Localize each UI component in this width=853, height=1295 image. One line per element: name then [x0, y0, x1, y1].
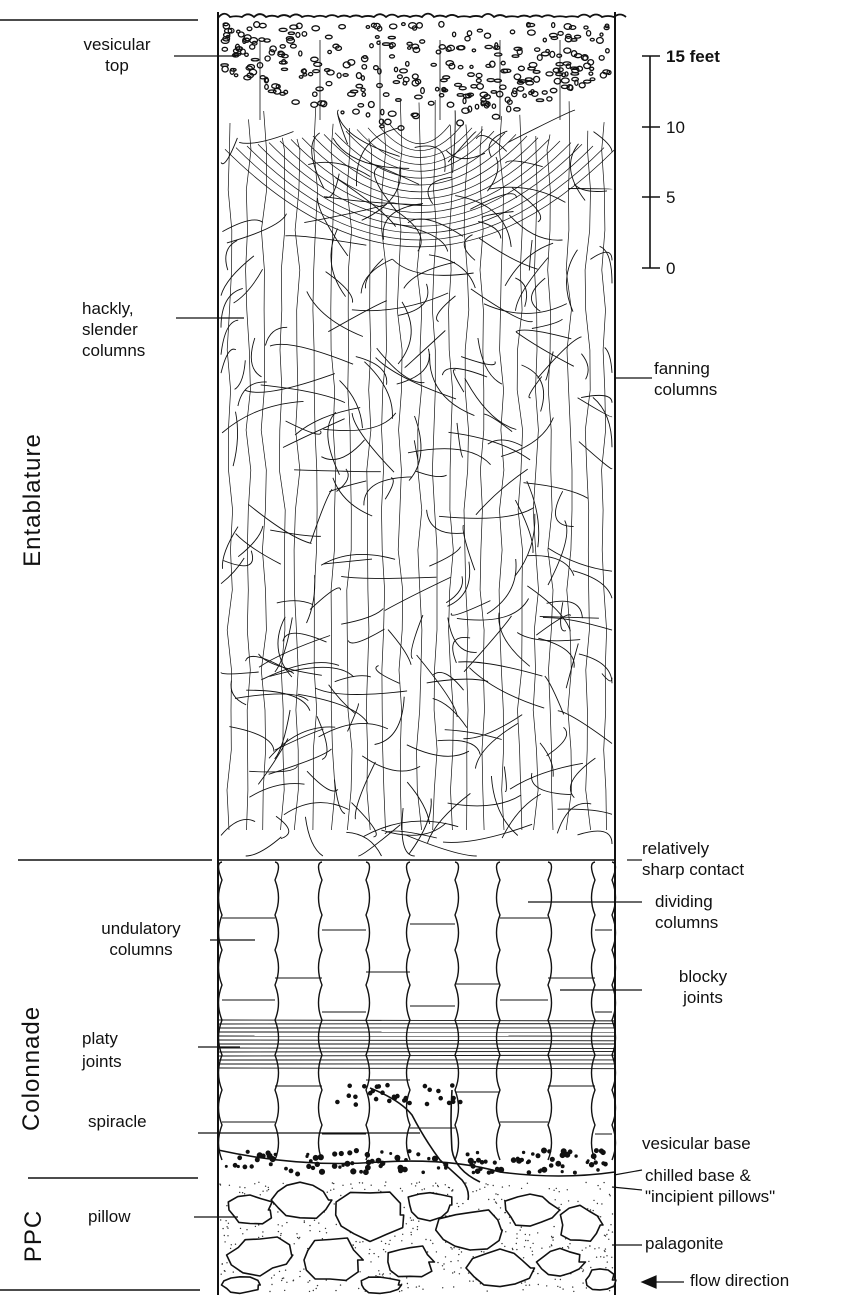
scale-label-10: 10 — [666, 117, 685, 138]
pillow-palagonite-pattern — [219, 1181, 616, 1293]
label-dividing-columns: dividing columns — [655, 891, 718, 933]
label-undulatory-columns: undulatory columns — [76, 918, 206, 960]
label-platy-joints: platy joints — [82, 1027, 122, 1073]
label-flow-direction: flow direction — [690, 1270, 789, 1291]
section-label-entablature: Entablature — [19, 430, 47, 570]
label-blocky-joints: blocky joints — [648, 966, 758, 1008]
colonnade-column-pattern — [219, 862, 616, 1200]
label-fanning-columns: fanning columns — [654, 358, 717, 400]
section-label-colonnade: Colonnade — [18, 1011, 46, 1131]
label-pillow: pillow — [88, 1206, 131, 1227]
entablature-hackly-joint-pattern — [221, 100, 615, 856]
label-vesicular-top: vesicular top — [62, 34, 172, 76]
label-hackly-slender-columns: hackly, slender columns — [82, 298, 145, 361]
label-palagonite: palagonite — [645, 1233, 723, 1254]
label-spiracle: spiracle — [88, 1111, 147, 1132]
label-vesicular-base: vesicular base — [642, 1133, 751, 1154]
label-chilled-base-incipient-pillows: chilled base & "incipient pillows" — [645, 1165, 775, 1207]
scale-label-15-feet: 15 feet — [666, 46, 720, 67]
section-label-ppc: PPC — [20, 1206, 48, 1266]
vesicular-top-pattern — [218, 14, 626, 131]
section-dividers — [0, 20, 615, 1290]
scale-bar — [642, 56, 660, 268]
label-relatively-sharp-contact: relatively sharp contact — [642, 838, 744, 880]
scale-label-5: 5 — [666, 187, 675, 208]
scale-label-0: 0 — [666, 258, 675, 279]
